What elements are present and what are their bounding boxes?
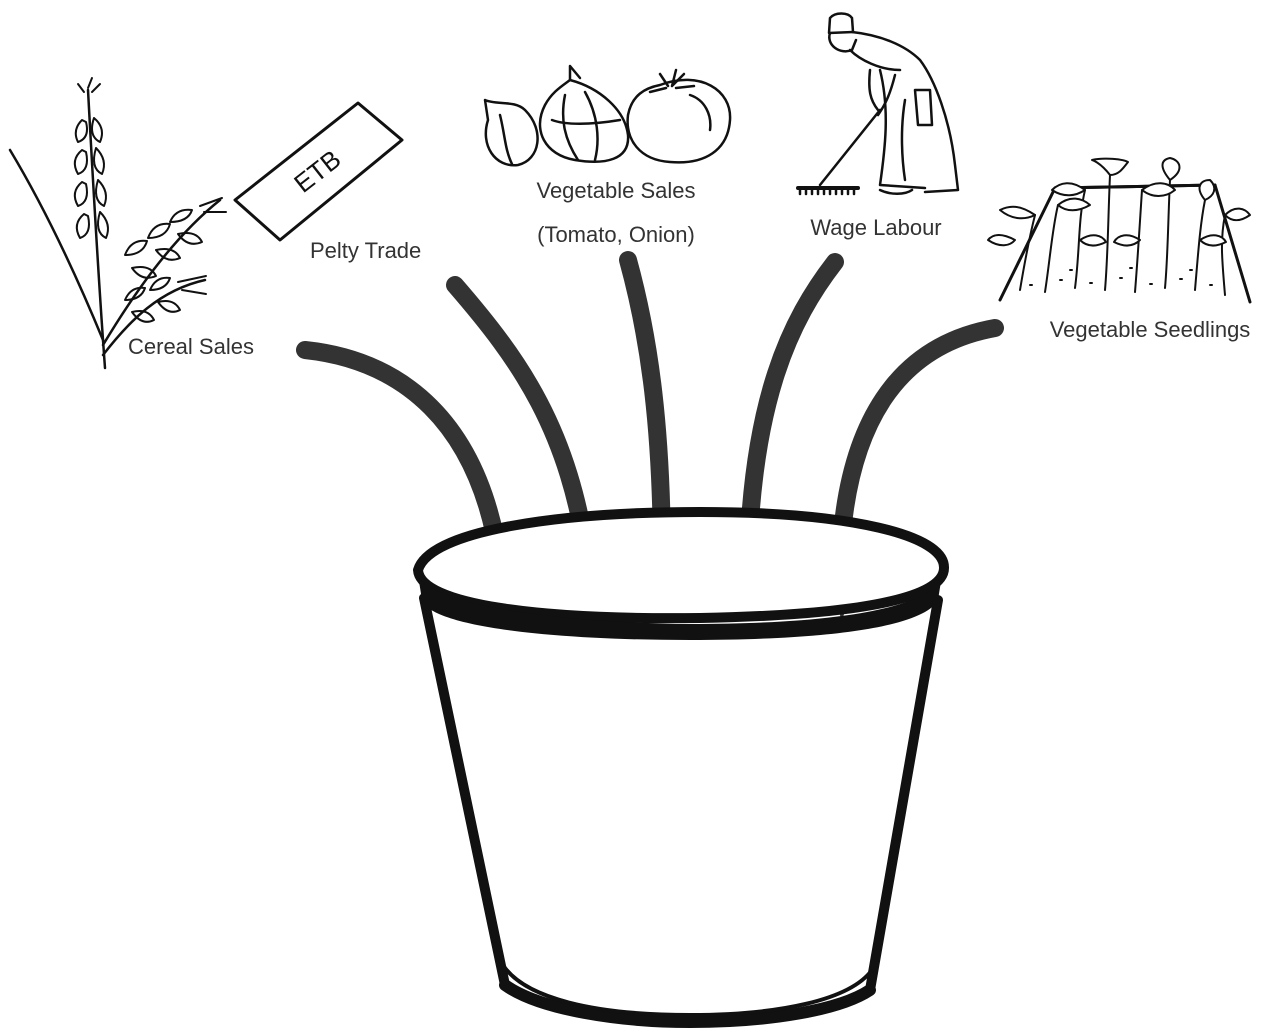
tomato-onion-icon [485,66,730,165]
label-vegetable-sales: Vegetable Sales [536,178,695,203]
label-vegetable-sales-detail: (Tomato, Onion) [537,222,695,247]
seedlings-icon [988,158,1250,302]
label-wage-labour: Wage Labour [810,215,941,240]
label-cereal-sales: Cereal Sales [128,334,254,359]
label-vegetable-seedlings: Vegetable Seedlings [1050,317,1251,342]
label-pelty-trade: Pelty Trade [310,238,421,263]
labourer-icon [798,14,958,195]
etb-banknote-icon: ETB [235,103,402,240]
bucket-icon [418,512,944,1022]
wheat-icon [10,78,226,368]
